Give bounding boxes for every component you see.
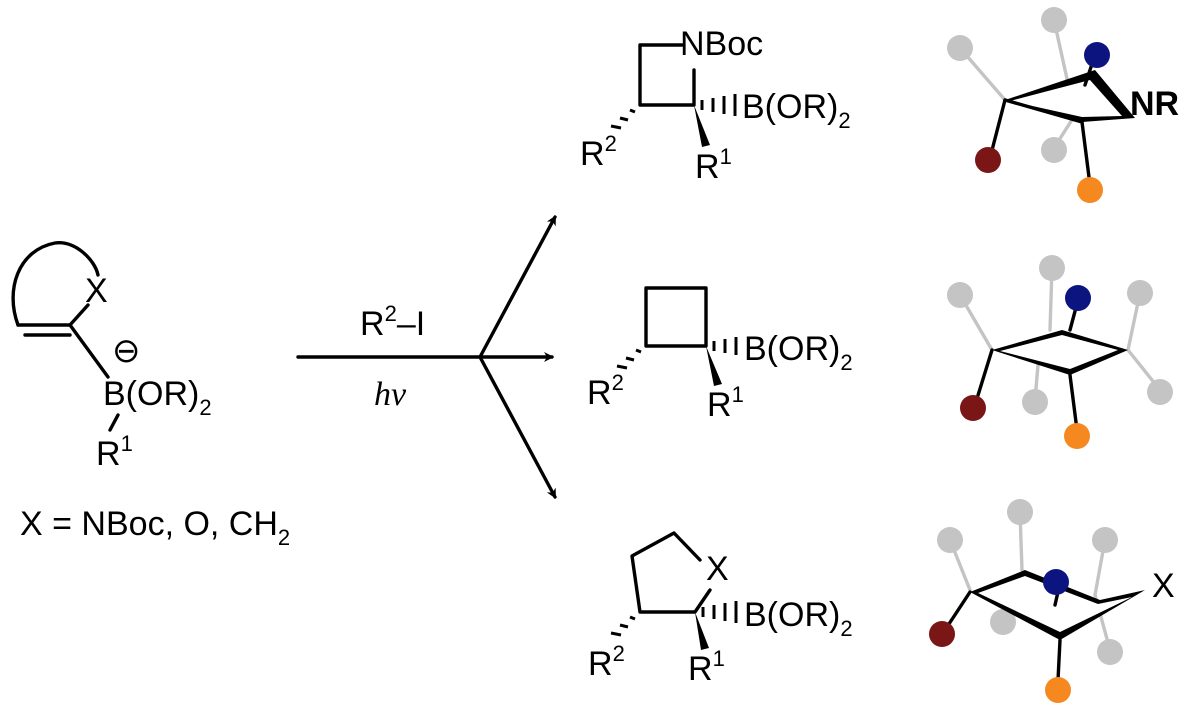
- product-five-ring: X B(OR)2 R1 R2: [588, 531, 853, 688]
- hydrogen-atom: [1092, 527, 1118, 553]
- c-b-bond: [68, 323, 110, 379]
- r1-label: R1: [96, 431, 133, 473]
- arrow-icon: [478, 215, 557, 359]
- hydrogen-atom: [1097, 639, 1123, 665]
- r2-label: R2: [587, 370, 624, 412]
- r2-atom: [960, 395, 986, 421]
- hydrogen-atom: [937, 527, 963, 553]
- boron-group: B(OR)2: [742, 88, 851, 133]
- model-label-x: X: [1152, 567, 1175, 605]
- boron-group: B(OR)2: [744, 596, 853, 641]
- charge-minus-icon: ⊖: [112, 332, 141, 370]
- r1-atom: [1064, 423, 1090, 449]
- model-five-ring: X: [929, 499, 1175, 703]
- hydrogen-atom: [1007, 499, 1033, 525]
- hashed-bond: [610, 108, 636, 130]
- reagent-condition: R2–I: [360, 301, 425, 343]
- boron-group: B(OR)2: [744, 330, 853, 375]
- r1-label: R1: [695, 144, 732, 186]
- hydrogen-atom: [1147, 379, 1173, 405]
- hashed-bond: [701, 601, 738, 623]
- x-definition: X = NBoc, O, CH2: [20, 505, 290, 550]
- ring-bond-cx: [68, 303, 90, 327]
- r2-atom: [929, 621, 955, 647]
- wedge-bond: [695, 612, 709, 650]
- hydrogen-atom: [1041, 137, 1067, 163]
- hashed-bond: [700, 94, 737, 116]
- hydrogen-atom: [1022, 389, 1048, 415]
- ring-bonds: [630, 531, 712, 614]
- b-r1-bond: [108, 413, 120, 432]
- r1-label: R1: [707, 382, 744, 424]
- hetero-x: X: [706, 550, 729, 588]
- r1-label: R1: [688, 646, 725, 688]
- boron-group: B(OR)2: [103, 375, 212, 420]
- hydrogen-atom: [947, 35, 973, 61]
- product-azetidine: NBoc B(OR)2 R1 R2: [580, 25, 851, 186]
- boron-atom: [1065, 285, 1091, 311]
- hydrogen-atom: [1127, 280, 1153, 306]
- hashed-bond: [616, 348, 642, 370]
- hydrogen-atom: [1039, 255, 1065, 281]
- hashed-bond: [712, 337, 738, 355]
- model-cyclobutane: [947, 255, 1173, 449]
- starting-borate: X ⊖ B(OR)2 R1: [11, 241, 212, 473]
- r1-atom: [1077, 177, 1103, 203]
- ring-bonds: [638, 43, 696, 107]
- hetero-nboc: NBoc: [680, 25, 763, 63]
- boron-atom: [1084, 42, 1110, 68]
- product-cyclobutane: B(OR)2 R1 R2: [587, 286, 853, 424]
- r2-label: R2: [580, 131, 617, 173]
- arrow-icon: [478, 355, 557, 499]
- boron-atom: [1043, 569, 1069, 595]
- hydrogen-atom: [1041, 7, 1067, 33]
- light-condition: hν: [374, 376, 407, 413]
- hydrogen-atom: [990, 609, 1016, 635]
- reaction-arrows: [296, 215, 557, 499]
- hydrogen-atom: [947, 282, 973, 308]
- model-azetidine: NR: [947, 7, 1179, 203]
- hashed-bond: [610, 615, 636, 637]
- model-label-nr: NR: [1130, 85, 1179, 123]
- r2-atom: [975, 147, 1001, 173]
- ring-bonds: [644, 286, 708, 348]
- r1-atom: [1045, 677, 1071, 703]
- wedge-bond: [694, 105, 710, 147]
- ring-bond: [11, 241, 100, 327]
- wedge-bond: [706, 346, 722, 386]
- r2-label: R2: [588, 641, 625, 683]
- ring-hetero-x: X: [85, 272, 108, 310]
